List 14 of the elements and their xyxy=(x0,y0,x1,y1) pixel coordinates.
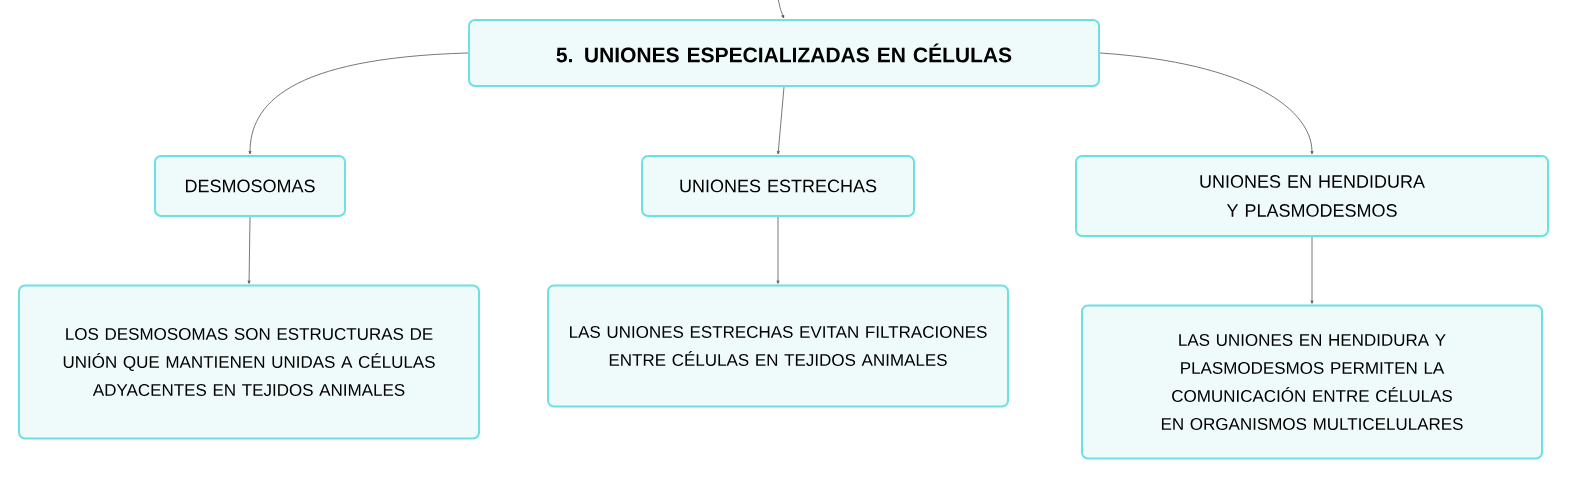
arrow xyxy=(248,52,469,155)
description-box: LOS DESMOSOMAS SON ESTRUCTURAS DE UNIÓN QUE MANTIENEN UNIDAS A CÉLULAS ADYACENTES EN TEJIDOS ANIMALES xyxy=(18,284,480,440)
arrow xyxy=(777,0,785,19)
arrow xyxy=(247,216,251,284)
description-box: LAS UNIONES ESTRECHAS EVITAN FILTRACIONES ENTRE CÉLULAS EN TEJIDOS ANIMALES xyxy=(547,284,1009,408)
description-box: LAS UNIONES EN HENDIDURA Y PLASMODESMOS PERMITEN LA COMUNICACIÓN ENTRE CÉLULAS EN ORGANISMOS MULTICELULARES xyxy=(1081,304,1543,460)
arrow xyxy=(776,86,785,155)
arrow xyxy=(1310,236,1314,304)
topic-box: DESMOSOMAS xyxy=(154,155,346,217)
topic-box: UNIONES ESTRECHAS xyxy=(641,155,915,217)
topic-box: UNIONES EN HENDIDURA Y PLASMODESMOS xyxy=(1075,155,1549,237)
arrow xyxy=(776,216,780,284)
arrow xyxy=(1099,52,1314,155)
title-box: 5. UNIONES ESPECIALIZADAS EN CÉLULAS xyxy=(468,19,1100,87)
